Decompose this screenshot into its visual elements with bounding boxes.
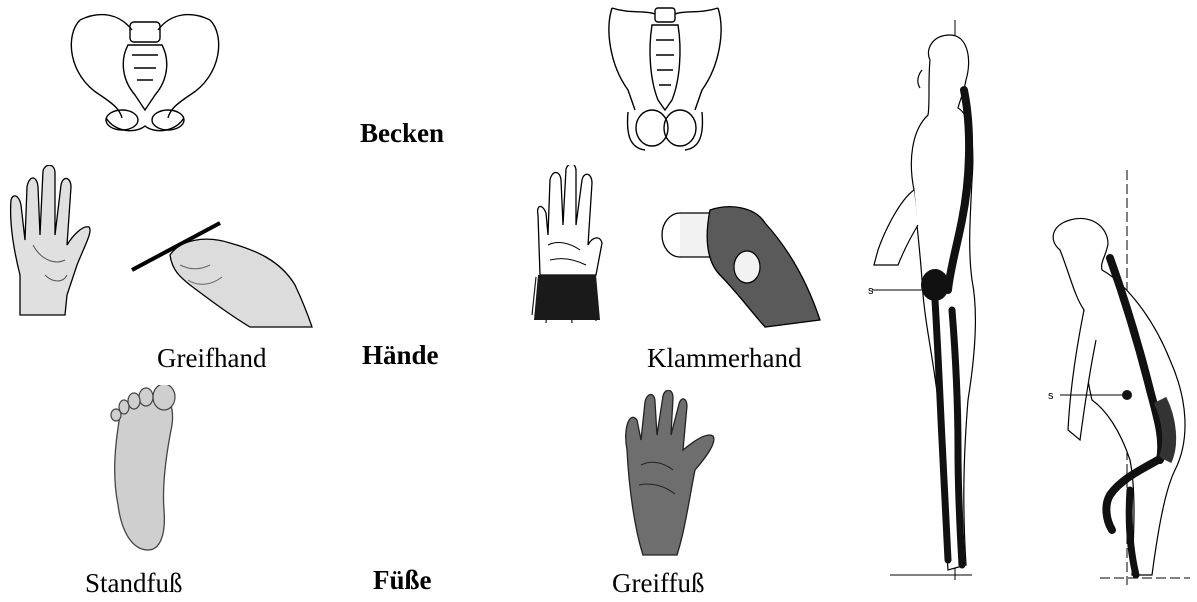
human-hand-label: Greifhand	[157, 343, 266, 374]
human-writing-hand-illustration	[130, 215, 315, 330]
ape-gripping-hand-illustration	[655, 205, 825, 330]
ape-center-mark: s	[1048, 390, 1054, 402]
feet-label: Füße	[373, 565, 432, 596]
human-pelvis-illustration	[60, 0, 230, 140]
human-posture-illustration: s	[860, 20, 1010, 585]
ape-open-hand-illustration	[530, 165, 605, 325]
ape-foot-label: Greiffuß	[612, 568, 704, 599]
human-open-hand-illustration	[5, 165, 95, 325]
ape-pelvis-illustration	[600, 0, 730, 155]
human-foot-illustration	[100, 385, 185, 555]
ape-posture-illustration: s	[1040, 170, 1195, 590]
human-foot-label: Standfuß	[85, 568, 183, 599]
human-center-mark: s	[868, 285, 874, 297]
hands-label: Hände	[362, 340, 439, 371]
ape-hand-label: Klammerhand	[647, 343, 801, 374]
ape-foot-illustration	[615, 390, 720, 560]
pelvis-label: Becken	[360, 118, 444, 149]
